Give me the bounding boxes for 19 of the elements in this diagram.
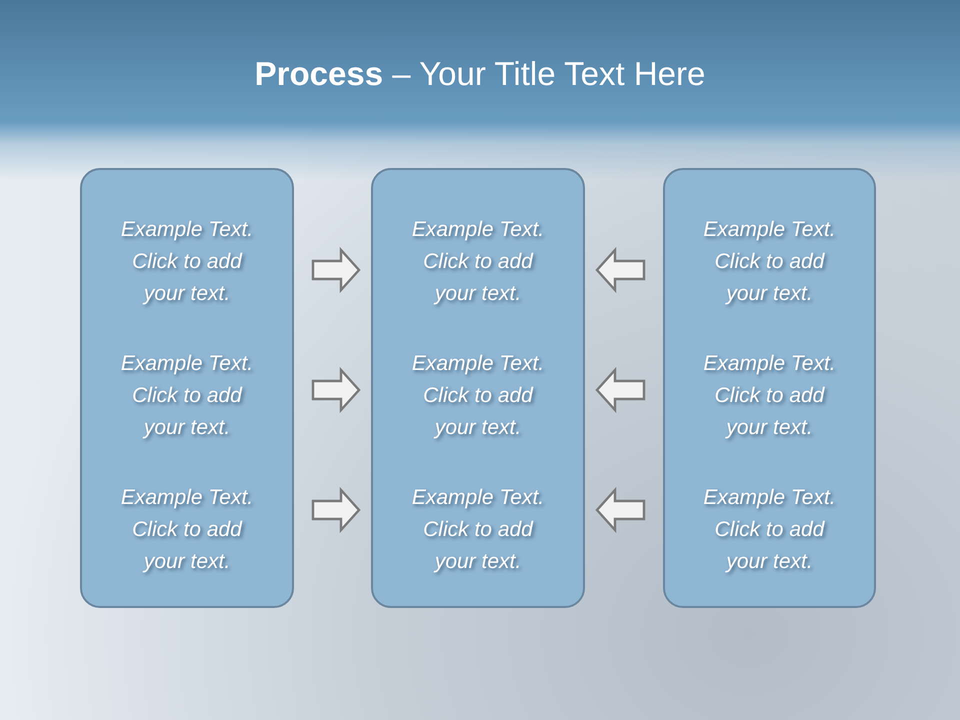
panel-text: Example Text. Click to add your text. (410, 485, 546, 575)
panel-text: Example Text. Click to add your text. (702, 351, 837, 441)
process-panel (371, 168, 585, 608)
panel-text: Example Text. Click to add your text. (120, 351, 254, 441)
slide-title: Process – Your Title Text Here (254, 54, 706, 94)
process-panel (663, 168, 876, 608)
panel-text: Example Text. Click to add your text. (410, 217, 546, 307)
block-arrow (595, 486, 646, 534)
panel-text: Example Text. Click to add your text. (120, 485, 254, 575)
block-arrow (595, 366, 646, 414)
block-arrow (312, 486, 361, 534)
block-arrow (595, 246, 646, 294)
panel-text: Example Text. Click to add your text. (702, 217, 837, 307)
panel-text: Example Text. Click to add your text. (410, 351, 546, 441)
panel-text: Example Text. Click to add your text. (702, 485, 837, 575)
block-arrow (312, 246, 361, 294)
panel-text: Example Text. Click to add your text. (120, 217, 254, 307)
block-arrow (312, 366, 361, 414)
process-panel (80, 168, 294, 608)
